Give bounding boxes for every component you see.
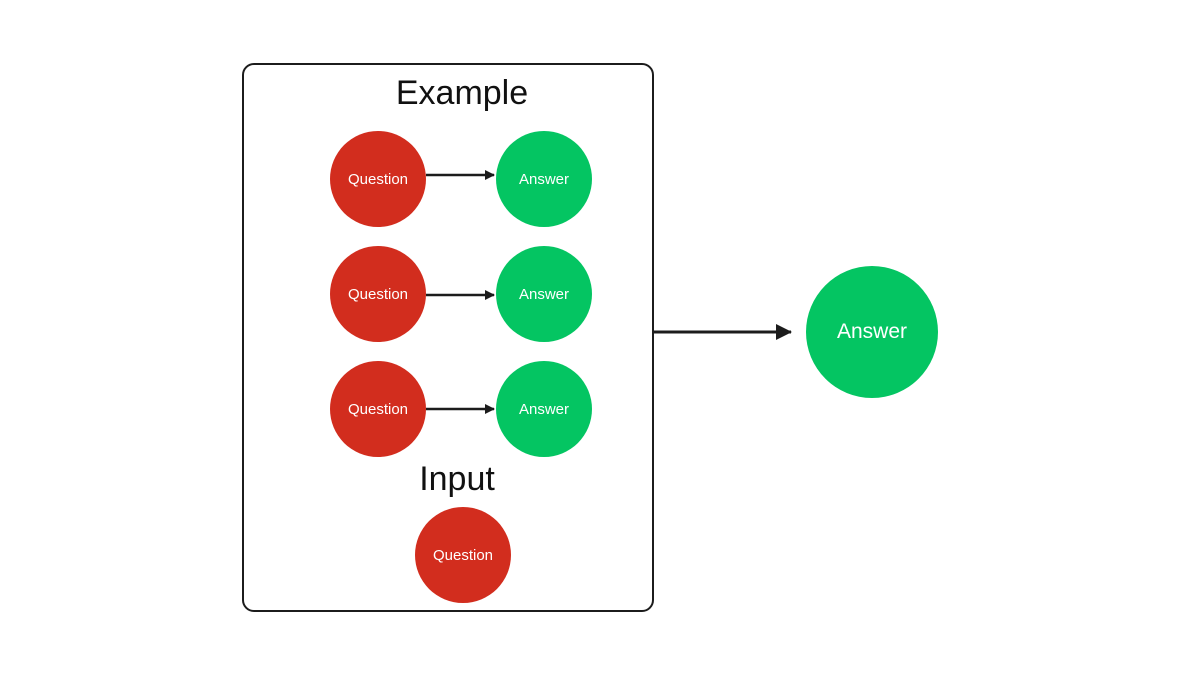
input-title: Input [419,460,495,498]
output-answer-node: Answer [806,266,938,398]
example-title: Example [395,74,529,112]
question-node-2: Question [330,246,426,342]
answer-node-1: Answer [496,131,592,227]
answer-node-3: Answer [496,361,592,457]
input-question-node: Question [415,507,511,603]
question-node-1: Question [330,131,426,227]
question-node-3: Question [330,361,426,457]
answer-node-2: Answer [496,246,592,342]
